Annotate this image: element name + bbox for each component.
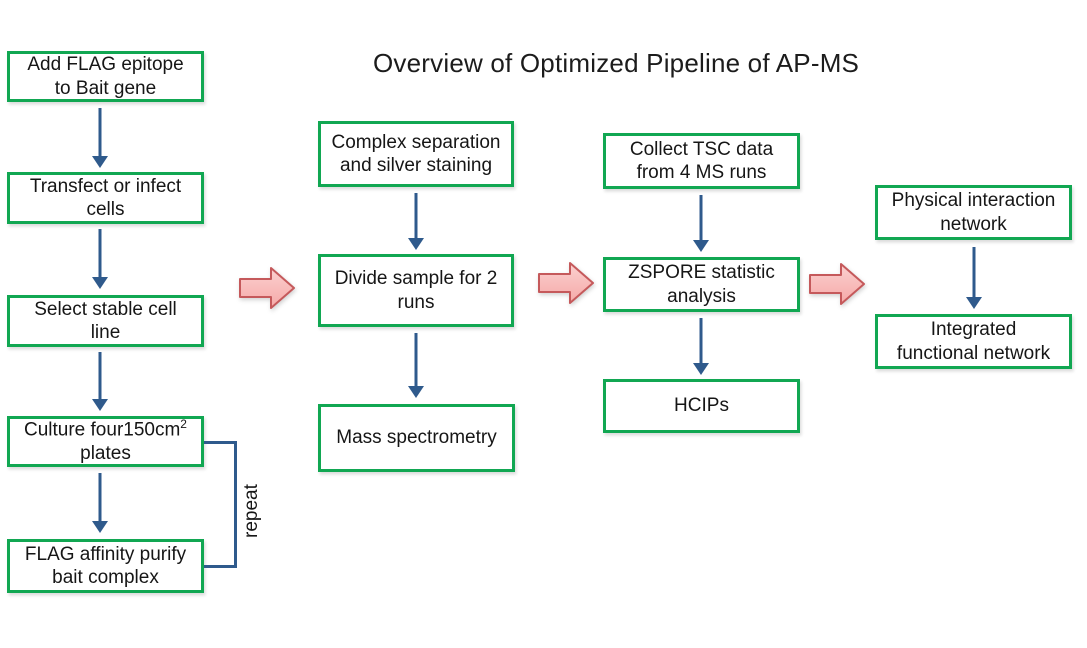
- down-arrow-icon: [693, 318, 709, 375]
- flow-box-complex-separation: Complex separation and silver staining: [318, 121, 514, 187]
- box-text-line: Culture four150cm2: [24, 417, 187, 441]
- box-text-line: ZSPORE statistic: [628, 262, 775, 284]
- box-text-line: plates: [80, 443, 131, 465]
- flow-box-transfect-cells: Transfect or infect cells: [7, 172, 204, 224]
- diagram-title: Overview of Optimized Pipeline of AP-MS: [373, 48, 860, 78]
- flow-box-hcips: HCIPs: [603, 379, 800, 433]
- box-text-line: analysis: [667, 285, 736, 307]
- box-text-line: Divide sample for 2: [334, 268, 498, 290]
- down-arrow-icon: [92, 352, 108, 411]
- flow-box-flag-affinity-purify: FLAG affinity purify bait complex: [7, 539, 204, 593]
- flow-box-collect-tsc-data: Collect TSC data from 4 MS runs: [603, 133, 800, 189]
- flow-box-culture-plates: Culture four150cm2 plates: [7, 416, 204, 467]
- box-text-line: line: [90, 322, 121, 343]
- box-text-line: Mass spectrometry: [336, 427, 497, 449]
- box-text-line: HCIPs: [674, 395, 729, 417]
- box-text-line: to Bait gene: [54, 77, 157, 99]
- box-text-line: Physical interaction: [891, 190, 1056, 212]
- repeat-label: repeat: [241, 484, 262, 538]
- box-text-line: cells: [86, 199, 125, 220]
- flow-box-divide-sample: Divide sample for 2 runs: [318, 254, 514, 327]
- down-arrow-icon: [92, 108, 108, 168]
- box-text-line: functional network: [896, 342, 1051, 364]
- box-text-line: Add FLAG epitope: [27, 54, 184, 76]
- down-arrow-icon: [966, 247, 982, 309]
- box-text-line: Select stable cell: [34, 298, 177, 320]
- box-text-line: network: [940, 213, 1007, 235]
- box-text-line: Transfect or infect: [29, 175, 182, 197]
- flow-box-select-stable-cell-line: Select stable cell line: [7, 295, 204, 347]
- box-text-line: Collect TSC data: [629, 138, 774, 160]
- flow-box-physical-network: Physical interaction network: [875, 185, 1072, 240]
- flow-box-zspore-analysis: ZSPORE statistic analysis: [603, 257, 800, 312]
- box-text-line: runs: [397, 291, 435, 313]
- down-arrow-icon: [408, 333, 424, 398]
- down-arrow-icon: [92, 229, 108, 289]
- right-block-arrow-icon: [538, 261, 595, 305]
- repeat-bracket: [204, 441, 237, 568]
- right-block-arrow-icon: [809, 262, 866, 306]
- right-block-arrow-icon: [239, 266, 296, 310]
- down-arrow-icon: [408, 193, 424, 250]
- box-text-line: and silver staining: [339, 155, 493, 176]
- box-text-line: bait complex: [52, 567, 159, 588]
- flow-box-add-flag-epitope: Add FLAG epitope to Bait gene: [7, 51, 204, 102]
- box-text-line: Complex separation: [331, 131, 501, 153]
- superscript: 2: [180, 417, 187, 432]
- down-arrow-icon: [92, 473, 108, 533]
- flow-box-integrated-network: Integrated functional network: [875, 314, 1072, 369]
- box-text-line: Integrated: [930, 319, 1017, 341]
- box-text-line: FLAG affinity purify: [24, 543, 187, 565]
- box-text-line: from 4 MS runs: [636, 162, 767, 183]
- down-arrow-icon: [693, 195, 709, 252]
- flow-box-mass-spectrometry: Mass spectrometry: [318, 404, 515, 472]
